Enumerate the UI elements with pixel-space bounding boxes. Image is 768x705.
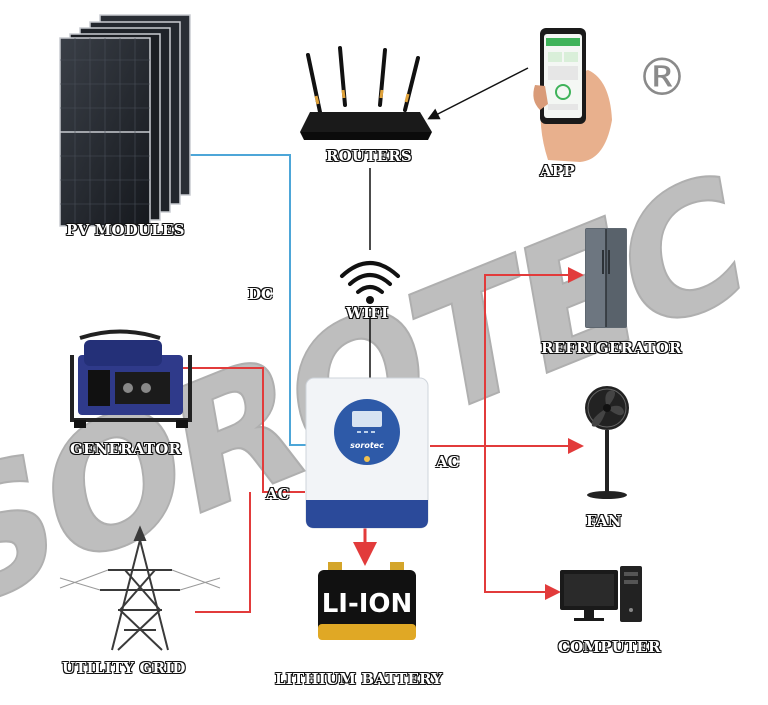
label-computer: COMPUTER	[558, 638, 661, 656]
app-phone-icon	[533, 28, 612, 162]
utility-grid-icon	[59, 525, 221, 651]
refrigerator-icon	[585, 228, 627, 328]
label-utility-grid: UTILITY GRID	[62, 659, 186, 677]
battery-label: LI-ION	[322, 589, 413, 619]
inverter-icon: sorotec	[305, 377, 429, 529]
label-ac-output: AC	[436, 453, 460, 471]
computer-icon	[560, 566, 642, 622]
fan-icon	[585, 386, 629, 499]
pv-modules-icon	[59, 14, 191, 227]
dc-line	[190, 154, 312, 446]
label-refrigerator: REFRIGERATOR	[541, 339, 682, 357]
label-wifi: WIFI	[346, 304, 389, 322]
ac-output-lines	[430, 267, 584, 600]
registered-mark: ®	[636, 48, 688, 108]
label-ac-input: AC	[266, 485, 290, 503]
label-app: APP	[540, 162, 575, 180]
inverter-brand-text: sorotec	[350, 441, 384, 450]
label-lithium-battery: LITHIUM BATTERY	[275, 670, 443, 688]
ac-input-lines	[183, 367, 305, 613]
app-router-arrow	[427, 67, 529, 120]
router-icon	[300, 46, 432, 140]
label-routers: ROUTERS	[326, 147, 412, 165]
wifi-dot	[366, 296, 374, 304]
label-fan: FAN	[586, 512, 622, 530]
label-generator: GENERATOR	[70, 440, 182, 458]
wifi-icon	[340, 261, 400, 294]
generator-icon	[70, 329, 192, 428]
label-dc: DC	[248, 285, 273, 303]
label-pv-modules: PV MODULES	[66, 221, 185, 239]
battery-icon: LI-ION	[318, 562, 416, 640]
